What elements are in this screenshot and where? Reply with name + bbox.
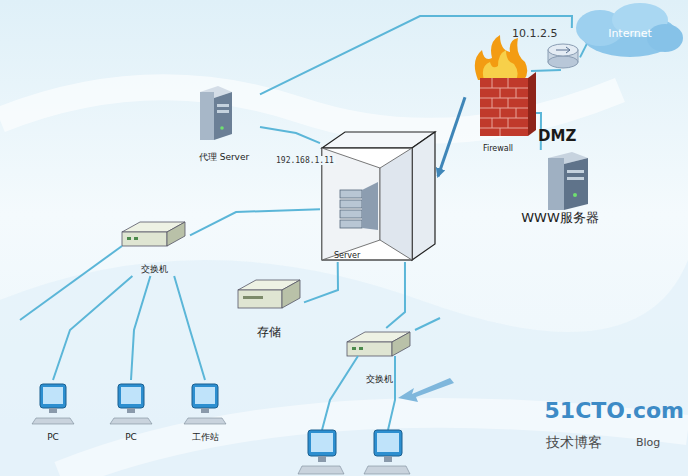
- node-label: 交换机: [141, 264, 168, 274]
- network-link: [531, 70, 561, 71]
- zone-label: DMZ: [538, 128, 576, 145]
- pc-icon: [110, 384, 152, 424]
- switch: 交换机: [343, 328, 415, 386]
- network-link: [260, 127, 320, 143]
- switch-icon: [122, 222, 185, 246]
- network-link: [131, 276, 150, 380]
- watermark: 技术博客: [546, 434, 602, 450]
- swirl: [0, 260, 688, 476]
- www-server-icon: [548, 152, 588, 210]
- proxy-server-icon: [200, 86, 232, 140]
- wire: [20, 246, 440, 430]
- network-link: [174, 276, 205, 380]
- firewall-icon: [475, 35, 536, 136]
- node-label: 10.1.2.5: [512, 28, 557, 41]
- network-link: [53, 276, 132, 380]
- node-label: WWW服务器: [521, 211, 599, 226]
- node-label: 存储: [257, 326, 281, 340]
- server-box-icon: [322, 132, 435, 260]
- pc-icon: [32, 384, 74, 424]
- web-server: WWW服务器: [512, 150, 608, 228]
- router: 10.1.2.5: [512, 28, 580, 70]
- network-link: [304, 262, 338, 302]
- network-link: [386, 262, 405, 328]
- pc: PC: [108, 380, 154, 444]
- watermark: Blog: [636, 437, 660, 450]
- node-label: 工作站: [192, 432, 219, 442]
- pc-icon: [364, 430, 410, 474]
- node-label: Internet: [608, 28, 652, 41]
- pc-icon: [298, 430, 344, 474]
- switch-icon: [347, 332, 410, 356]
- network-link: [190, 209, 320, 235]
- node-label: 交换机: [366, 374, 393, 384]
- node-label: PC: [47, 432, 59, 442]
- workstation: 工作站: [180, 380, 230, 444]
- workstation-icon: [184, 384, 226, 424]
- watermark: 51CTO.com: [545, 398, 684, 423]
- node-label: 代理 Server: [199, 152, 249, 162]
- storage: 存储: [234, 276, 304, 342]
- deco-arrow: [398, 378, 454, 402]
- switch: 交换机: [118, 218, 190, 276]
- arrow-connector: [438, 97, 465, 176]
- proxy-server: 代理 Server: [188, 82, 260, 164]
- pc: PC: [30, 380, 76, 444]
- firewall: Firewall: [465, 50, 531, 155]
- node-label: Firewall: [483, 144, 513, 153]
- router-icon: [548, 44, 578, 68]
- internet-cloud: [576, 3, 683, 57]
- internet-cloud: Internet: [590, 22, 670, 48]
- node-label: Server: [334, 251, 360, 260]
- server-box: Server: [320, 130, 438, 262]
- ip-address: 192.168.1.11: [274, 156, 336, 165]
- storage-icon: [238, 280, 300, 308]
- node-label: PC: [125, 432, 137, 442]
